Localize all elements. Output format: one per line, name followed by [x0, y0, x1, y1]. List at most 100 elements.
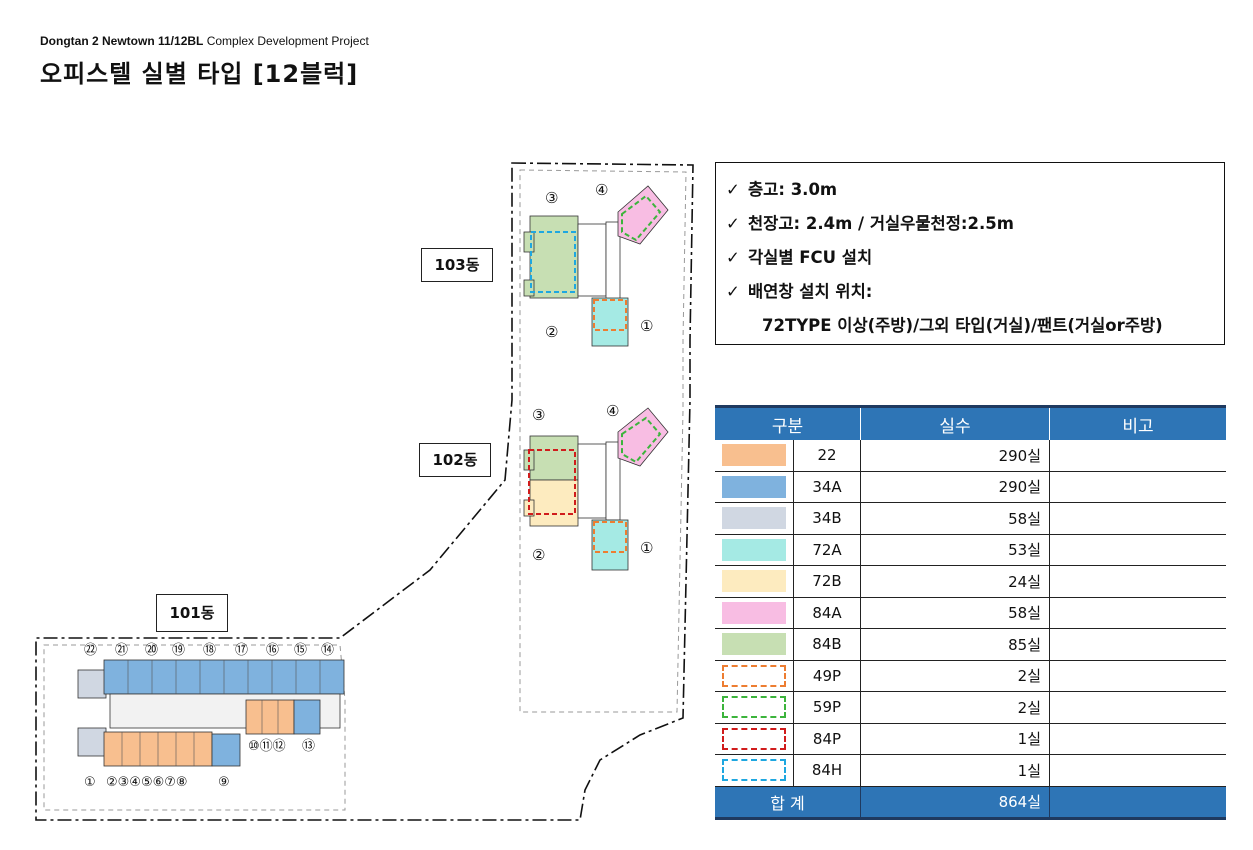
- unit-84p-outline: [528, 449, 576, 515]
- swatch-cell: [715, 660, 794, 692]
- unit-note: [1049, 723, 1226, 755]
- color-swatch: [722, 601, 786, 624]
- unit-note: [1049, 691, 1226, 724]
- unit-count: 290실: [860, 471, 1050, 503]
- unit-count: 85실: [860, 628, 1050, 661]
- unit-note: [1049, 597, 1226, 629]
- unit-84h-outline: [530, 231, 576, 293]
- building-102-label: 102동: [419, 443, 491, 477]
- color-swatch: [722, 507, 786, 530]
- unit-code: 72B: [793, 565, 861, 598]
- svg-text:⑬: ⑬: [302, 739, 315, 754]
- project-name-bold: Dongtan 2 Newtown 11/12BL: [40, 34, 204, 48]
- site-plan: ③ ④ ② ① ③ ④ ② ① ㉒ ㉑ ⑳ ⑲ ⑱ ⑰ ⑯ ⑮ ⑭ ① ②③④⑤…: [35, 162, 694, 821]
- unit-note: [1049, 754, 1226, 787]
- unit-count: 290실: [860, 440, 1050, 472]
- svg-text:⑨: ⑨: [218, 775, 230, 790]
- b103-num-1: ①: [640, 317, 653, 335]
- project-subtitle: Dongtan 2 Newtown 11/12BL Complex Develo…: [40, 34, 369, 48]
- building-103-plan: [523, 185, 669, 347]
- spec-smoke-vent: ✓배연창 설치 위치:: [726, 275, 1224, 309]
- unit-code: 72A: [793, 534, 861, 566]
- swatch-cell: [715, 691, 794, 724]
- spec-smoke-vent-detail: 72TYPE 이상(주방)/그외 타입(거실)/팬트(거실or주방): [762, 316, 1163, 335]
- svg-text:⑯: ⑯: [266, 643, 279, 658]
- unit-84b-102: [529, 435, 579, 481]
- unit-72b-102: [529, 479, 579, 527]
- svg-text:①: ①: [84, 775, 96, 790]
- color-swatch: [722, 444, 786, 467]
- unit-count: 58실: [860, 597, 1050, 629]
- total-row: 합 계 864실: [715, 786, 1226, 820]
- svg-text:⑭: ⑭: [321, 643, 334, 658]
- unit-code: 84H: [793, 754, 861, 787]
- unit-count: 2실: [860, 660, 1050, 692]
- unit-count: 53실: [860, 534, 1050, 566]
- inner-boundary: [43, 169, 687, 811]
- project-name-rest: Complex Development Project: [206, 34, 369, 48]
- unit-code: 59P: [793, 691, 861, 724]
- svg-text:⑩⑪⑫: ⑩⑪⑫: [248, 739, 286, 754]
- unit-72a-103: [591, 297, 629, 347]
- unit-code: 84B: [793, 628, 861, 661]
- color-swatch: [722, 727, 786, 750]
- svg-text:⑱: ⑱: [203, 643, 216, 658]
- total-note: [1049, 786, 1226, 820]
- swatch-cell: [715, 502, 794, 535]
- color-swatch: [722, 475, 786, 498]
- check-icon: ✓: [726, 180, 740, 199]
- b103-num-3: ③: [545, 189, 558, 207]
- unit-note: [1049, 440, 1226, 472]
- color-swatch: [722, 538, 786, 561]
- b102-num-4: ④: [606, 402, 619, 420]
- svg-text:㉑: ㉑: [115, 643, 128, 658]
- svg-text:⑳: ⑳: [145, 643, 158, 658]
- color-swatch: [722, 696, 786, 719]
- building-101-plan: [77, 659, 345, 767]
- b102-num-3: ③: [532, 406, 545, 424]
- b101-number-labels: ㉒ ㉑ ⑳ ⑲ ⑱ ⑰ ⑯ ⑮ ⑭ ① ②③④⑤⑥⑦⑧ ⑨ ⑩⑪⑫ ⑬: [84, 643, 334, 790]
- unit-34a-101-end: [211, 733, 241, 767]
- b103-num-4: ④: [595, 181, 608, 199]
- swatch-cell: [715, 440, 794, 472]
- svg-text:⑮: ⑮: [294, 643, 307, 658]
- unit-code: 84A: [793, 597, 861, 629]
- unit-code: 49P: [793, 660, 861, 692]
- svg-text:⑰: ⑰: [235, 643, 248, 658]
- unit-34b-101-top: [77, 669, 107, 699]
- unit-code: 34B: [793, 502, 861, 535]
- col-header-count: 실수: [860, 405, 1050, 440]
- unit-count: 2실: [860, 691, 1050, 724]
- svg-text:⑲: ⑲: [172, 643, 185, 658]
- spec-floor-height: ✓층고: 3.0m: [726, 173, 1224, 207]
- svg-text:②③④⑤⑥⑦⑧: ②③④⑤⑥⑦⑧: [106, 775, 188, 790]
- b103-num-2: ②: [545, 323, 558, 341]
- spec-ceiling-height: ✓천장고: 2.4m / 거실우물천정:2.5m: [726, 207, 1224, 241]
- unit-note: [1049, 502, 1226, 535]
- unit-note: [1049, 534, 1226, 566]
- unit-note: [1049, 471, 1226, 503]
- swatch-cell: [715, 754, 794, 787]
- b102-num-2: ②: [532, 546, 545, 564]
- swatch-cell: [715, 471, 794, 503]
- unit-34b-101-bottom: [77, 727, 107, 757]
- unit-84a-103: [617, 185, 669, 245]
- check-icon: ✓: [726, 282, 740, 301]
- col-header-type: 구분: [715, 405, 861, 440]
- unit-code: 84P: [793, 723, 861, 755]
- color-swatch: [722, 759, 786, 782]
- check-icon: ✓: [726, 214, 740, 233]
- unit-count: 1실: [860, 723, 1050, 755]
- check-icon: ✓: [726, 248, 740, 267]
- unit-code: 22: [793, 440, 861, 472]
- unit-note: [1049, 565, 1226, 598]
- units-22-101-mid: [245, 699, 295, 735]
